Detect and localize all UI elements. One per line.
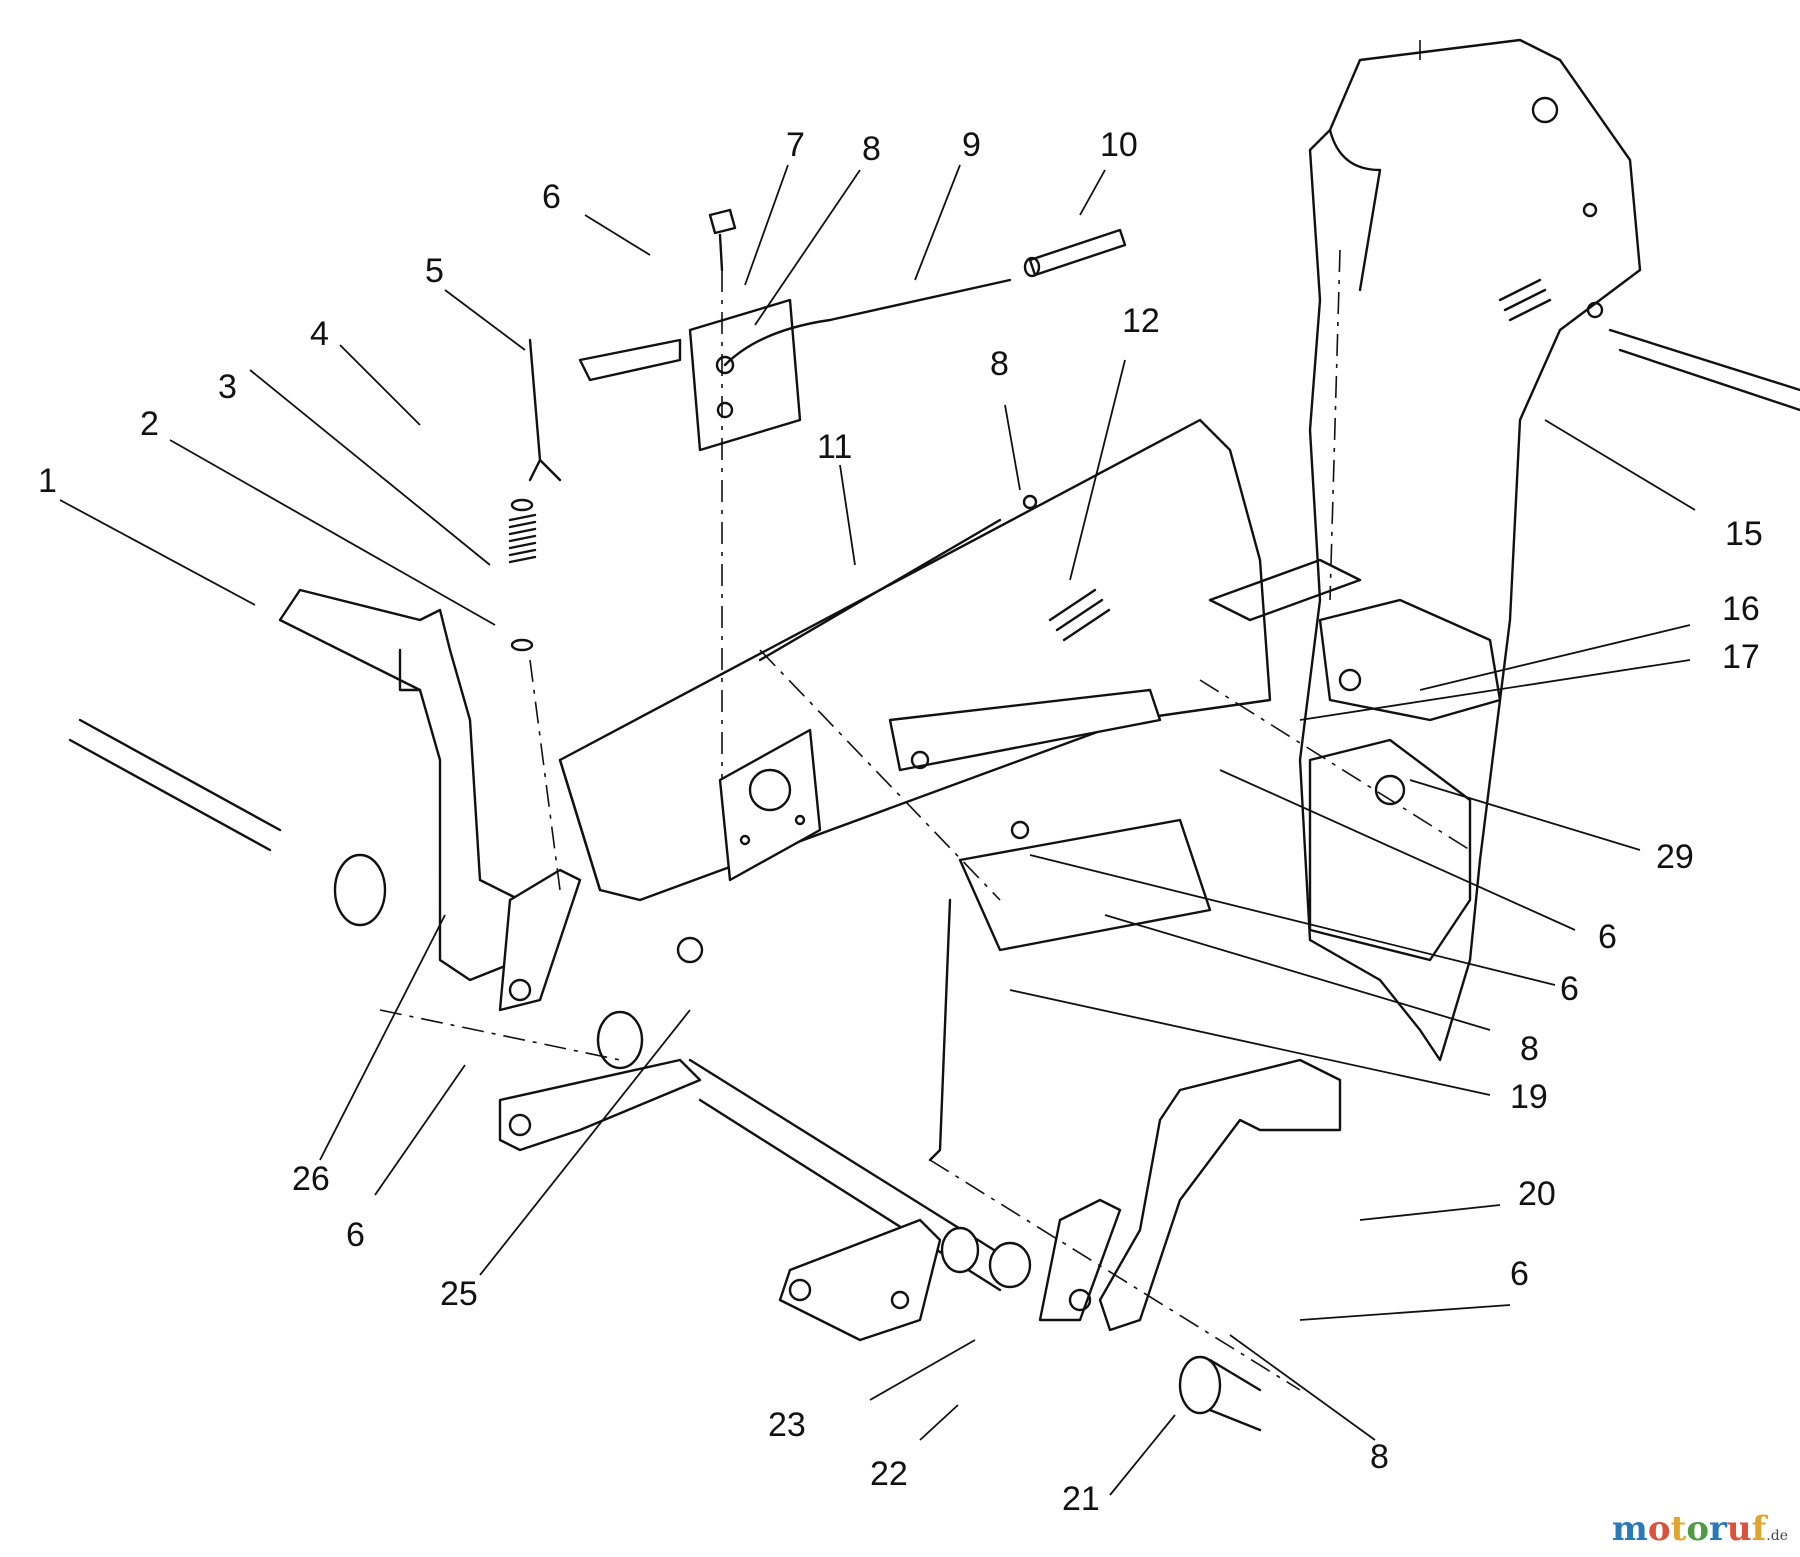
lower-bracket: [498, 1058, 1012, 1292]
vertical-rod: [928, 898, 952, 1162]
upper-lever: [528, 228, 1127, 482]
alignment-lines: [379, 249, 1471, 1391]
callout-labels: 1 2 3 4 5 6 6 6 6 6 6 7 8 8 8 8 9 10 11 …: [38, 126, 1763, 1518]
spring-15: [1498, 278, 1552, 322]
center-bracket: [718, 728, 822, 882]
callout-8-bottom: 8: [1370, 1438, 1389, 1476]
callout-6-bottom-left: 6: [346, 1216, 365, 1254]
callout-4: 4: [310, 315, 329, 353]
callout-25: 25: [440, 1275, 478, 1313]
callout-6-top: 6: [542, 178, 561, 216]
callout-23: 23: [768, 1406, 806, 1444]
callout-5: 5: [425, 252, 444, 290]
rear-shaft: [1608, 328, 1800, 412]
callout-11: 11: [817, 428, 852, 466]
cross-bar: [888, 688, 1212, 952]
callout-22: 22: [870, 1455, 908, 1493]
callout-26: 26: [292, 1160, 330, 1198]
callout-3: 3: [218, 368, 237, 406]
callout-6-right-upper: 6: [1598, 918, 1617, 956]
callout-9: 9: [962, 126, 981, 164]
watermark-logo: motoruf.de: [1611, 1509, 1788, 1549]
callout-17: 17: [1722, 638, 1760, 676]
callout-21: 21: [1062, 1480, 1100, 1518]
right-housing: [1208, 558, 1502, 962]
left-link: [498, 868, 644, 1070]
callout-1: 1: [38, 462, 57, 500]
callout-6-bottom-right: 6: [1510, 1255, 1529, 1293]
callout-16: 16: [1722, 590, 1760, 628]
callout-19: 19: [1510, 1078, 1548, 1116]
left-shaft: [68, 718, 387, 927]
callout-20: 20: [1518, 1175, 1556, 1213]
lower-bushing: [1178, 1355, 1262, 1432]
watermark-suffix: .de: [1766, 1528, 1788, 1544]
callout-7: 7: [786, 126, 805, 164]
callout-8-right: 8: [1520, 1030, 1539, 1068]
spring-12: [1048, 588, 1111, 642]
callout-10: 10: [1100, 126, 1138, 164]
callout-15: 15: [1725, 515, 1763, 553]
callout-6-right-lower: 6: [1560, 970, 1579, 1008]
left-pedal: [278, 588, 522, 982]
callout-29: 29: [1656, 838, 1694, 876]
callout-8-top: 8: [862, 130, 881, 168]
leader-lines: [59, 164, 1696, 1496]
spring-3: [508, 498, 537, 652]
callout-2: 2: [140, 405, 159, 443]
callout-12: 12: [1122, 302, 1160, 340]
bolt: [708, 208, 737, 272]
right-pedal: [1038, 1058, 1342, 1332]
rod-11: [758, 494, 1038, 662]
callout-8-middle: 8: [990, 345, 1009, 383]
lower-plate: [778, 1218, 1032, 1342]
